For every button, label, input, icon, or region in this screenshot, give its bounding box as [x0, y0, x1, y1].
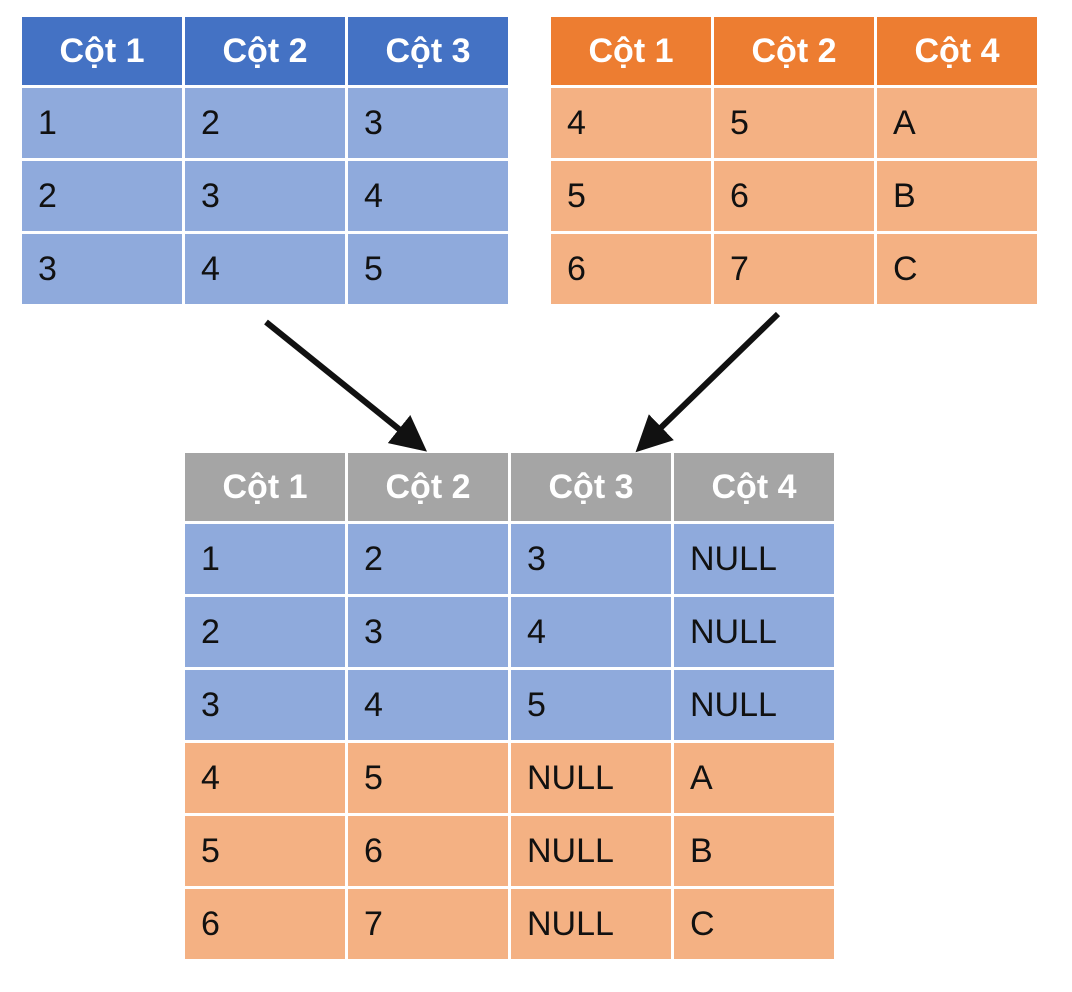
- table-cell: 2: [185, 597, 345, 667]
- left-source-table: Cột 1 Cột 2 Cột 3 1 2 3 2 3 4 3 4 5: [19, 14, 511, 307]
- table-cell: 4: [551, 88, 711, 158]
- table-cell: 7: [348, 889, 508, 959]
- table-cell: 5: [714, 88, 874, 158]
- table-row: 2 3 4 NULL: [185, 597, 834, 667]
- table-cell: 5: [511, 670, 671, 740]
- table-cell: B: [674, 816, 834, 886]
- table-cell: NULL: [674, 597, 834, 667]
- table-row: 6 7 NULL C: [185, 889, 834, 959]
- left-merge-arrow: [264, 319, 428, 452]
- table-row: 6 7 C: [551, 234, 1037, 304]
- table-cell: C: [674, 889, 834, 959]
- table-row: 4 5 NULL A: [185, 743, 834, 813]
- table-cell: 5: [185, 816, 345, 886]
- table-cell: 3: [185, 670, 345, 740]
- table-cell: NULL: [511, 743, 671, 813]
- table-cell: 4: [511, 597, 671, 667]
- right-merge-arrow: [635, 311, 781, 453]
- table-cell: 6: [714, 161, 874, 231]
- table-cell: 3: [185, 161, 345, 231]
- table-cell: A: [877, 88, 1037, 158]
- table-cell: NULL: [511, 816, 671, 886]
- right-header-cell: Cột 4: [877, 17, 1037, 85]
- result-header-cell: Cột 3: [511, 453, 671, 521]
- table-row: 3 4 5: [22, 234, 508, 304]
- result-header-cell: Cột 4: [674, 453, 834, 521]
- left-header-cell: Cột 3: [348, 17, 508, 85]
- table-cell: 5: [551, 161, 711, 231]
- table-cell: 6: [185, 889, 345, 959]
- table-cell: 5: [348, 234, 508, 304]
- result-header-cell: Cột 1: [185, 453, 345, 521]
- result-table: Cột 1 Cột 2 Cột 3 Cột 4 1 2 3 NULL 2 3 4…: [182, 450, 837, 962]
- result-header-cell: Cột 2: [348, 453, 508, 521]
- table-cell: 3: [511, 524, 671, 594]
- table-cell: 5: [348, 743, 508, 813]
- table-cell: 6: [348, 816, 508, 886]
- table-cell: 2: [348, 524, 508, 594]
- table-cell: NULL: [674, 524, 834, 594]
- left-header-cell: Cột 1: [22, 17, 182, 85]
- table-row: 5 6 B: [551, 161, 1037, 231]
- table-cell: 6: [551, 234, 711, 304]
- table-cell: NULL: [674, 670, 834, 740]
- table-cell: B: [877, 161, 1037, 231]
- left-table-header-row: Cột 1 Cột 2 Cột 3: [22, 17, 508, 85]
- table-cell: 1: [22, 88, 182, 158]
- table-cell: 4: [185, 234, 345, 304]
- table-cell: 3: [348, 597, 508, 667]
- table-row: 1 2 3: [22, 88, 508, 158]
- table-cell: 2: [185, 88, 345, 158]
- table-cell: 2: [22, 161, 182, 231]
- table-cell: 3: [22, 234, 182, 304]
- table-cell: 1: [185, 524, 345, 594]
- table-cell: 4: [348, 670, 508, 740]
- table-cell: C: [877, 234, 1037, 304]
- left-header-cell: Cột 2: [185, 17, 345, 85]
- table-cell: 3: [348, 88, 508, 158]
- result-table-header-row: Cột 1 Cột 2 Cột 3 Cột 4: [185, 453, 834, 521]
- right-header-cell: Cột 2: [714, 17, 874, 85]
- table-cell: NULL: [511, 889, 671, 959]
- table-cell: 4: [348, 161, 508, 231]
- table-row: 4 5 A: [551, 88, 1037, 158]
- right-source-table: Cột 1 Cột 2 Cột 4 4 5 A 5 6 B 6 7 C: [548, 14, 1040, 307]
- table-cell: 4: [185, 743, 345, 813]
- table-row: 2 3 4: [22, 161, 508, 231]
- table-row: 1 2 3 NULL: [185, 524, 834, 594]
- right-header-cell: Cột 1: [551, 17, 711, 85]
- table-row: 5 6 NULL B: [185, 816, 834, 886]
- right-table-header-row: Cột 1 Cột 2 Cột 4: [551, 17, 1037, 85]
- table-row: 3 4 5 NULL: [185, 670, 834, 740]
- table-cell: 7: [714, 234, 874, 304]
- table-cell: A: [674, 743, 834, 813]
